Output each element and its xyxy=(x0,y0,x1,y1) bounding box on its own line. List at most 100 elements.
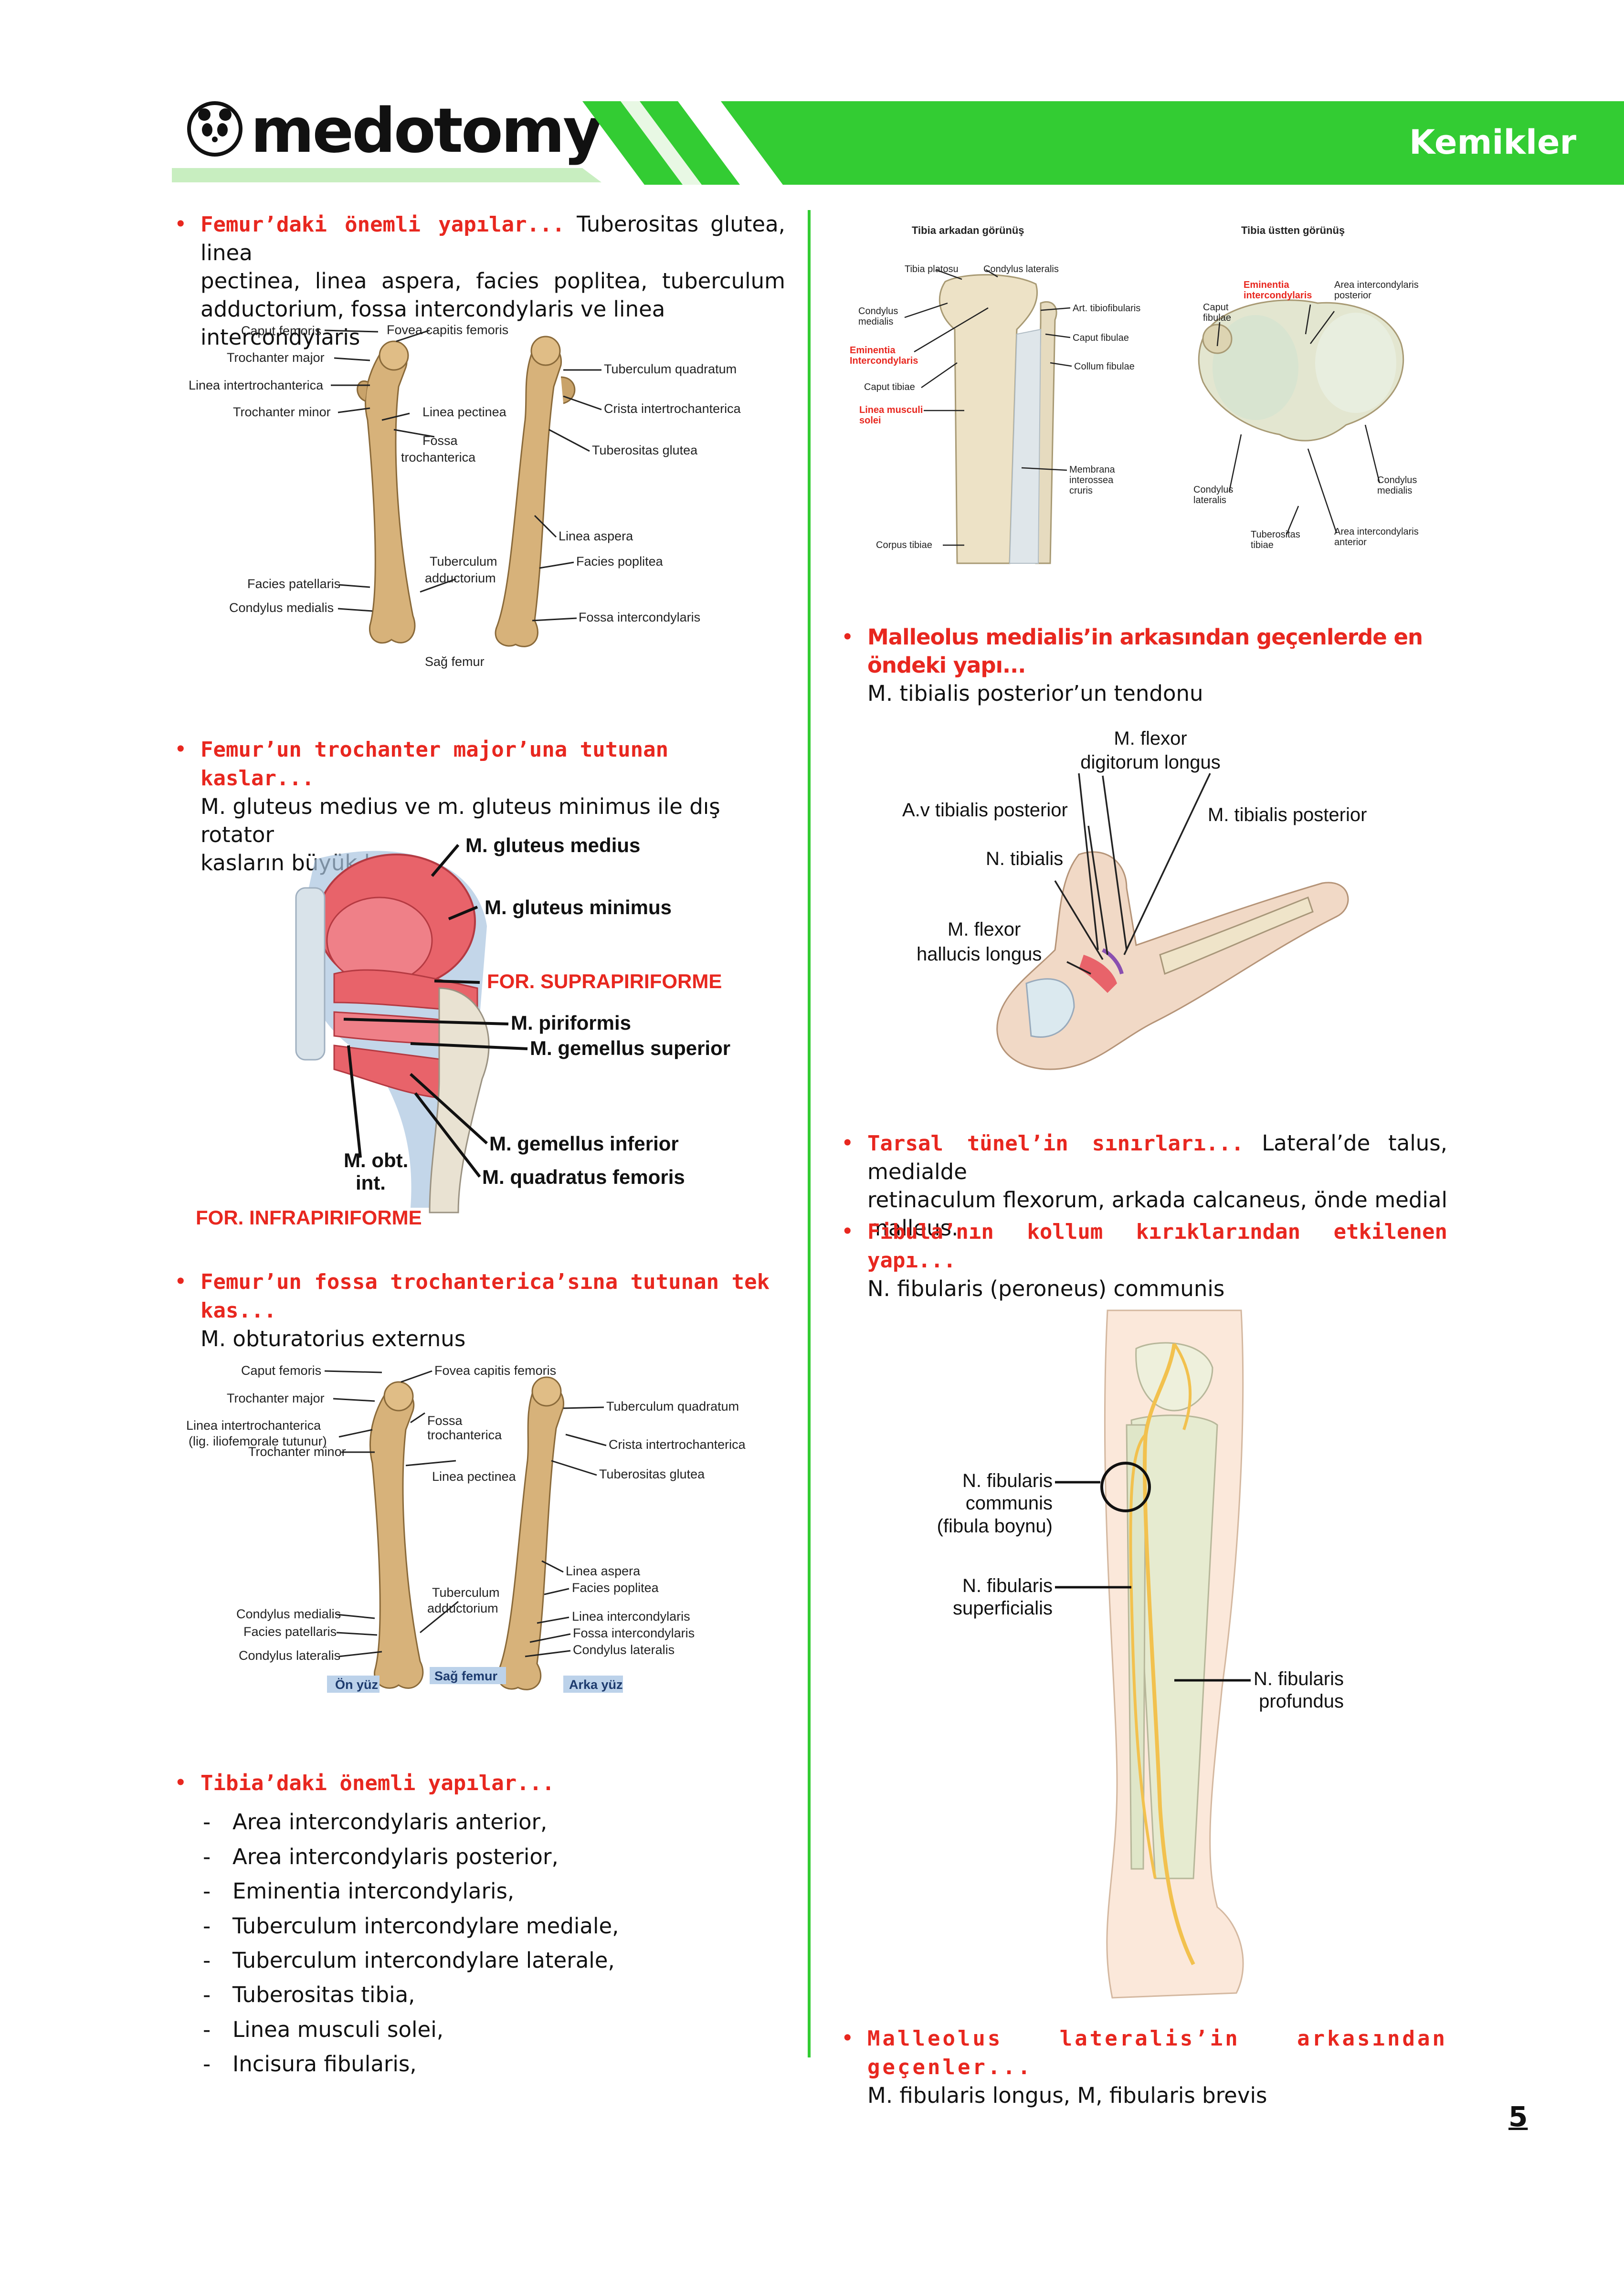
bullet: • xyxy=(841,1130,854,1156)
femur-structures-paragraph: • Femur’daki önemli yapılar... Tuberosit… xyxy=(174,210,785,351)
header-banner: Kemikler xyxy=(582,101,1624,185)
label: Linea pectinea xyxy=(422,405,507,419)
label: Corpus tibiae xyxy=(876,540,932,550)
label: Condylus xyxy=(1377,475,1417,485)
label: Linea musculi xyxy=(859,405,923,415)
label: Crista intertrochanterica xyxy=(609,1437,746,1452)
label: M. gluteus medius xyxy=(465,834,640,856)
label: Fovea capitis femoris xyxy=(387,323,508,337)
label: Caput fibulae xyxy=(1073,333,1129,343)
bullet: • xyxy=(174,211,187,237)
label: Caput femoris xyxy=(241,1363,321,1378)
label: Art. tibiofibularis xyxy=(1073,303,1140,314)
label: trochanterica xyxy=(427,1428,502,1442)
label: Tuberculum xyxy=(430,554,497,569)
label: Condylus lateralis xyxy=(983,264,1059,274)
tibia-structures-paragraph: • Tibia’daki önemli yapılar... xyxy=(174,1769,785,1797)
list-item: -Incisura fibularis, xyxy=(203,2051,417,2077)
malleolus-lateralis-paragraph: • Malleolus lateralis’in arkasından geçe… xyxy=(841,2024,1447,2109)
label: Trochanter major xyxy=(227,350,325,365)
page-title: Kemikler xyxy=(1409,123,1576,162)
fibula-collum-paragraph: • Fibula’nın kollum kırıklarından etkile… xyxy=(841,1217,1447,1303)
logo-text: medotomy xyxy=(251,95,603,167)
label: M. tibialis posterior xyxy=(1208,804,1367,825)
label: A.v tibialis posterior xyxy=(902,800,1068,821)
label: Tuberculum quadratum xyxy=(604,362,737,376)
label: Fossa intercondylaris xyxy=(579,610,700,624)
label: Condylus lateralis xyxy=(239,1648,340,1663)
label: Tuberositas glutea xyxy=(592,443,698,457)
label: adductorium xyxy=(425,571,496,585)
label: M. gemellus inferior xyxy=(489,1132,679,1155)
label: Tuberositas glutea xyxy=(599,1467,705,1481)
label: communis xyxy=(966,1493,1053,1514)
fossa-trochanterica-heading: Femur’un fossa trochanterica’sına tutuna… xyxy=(200,1270,770,1323)
label: M. flexor xyxy=(948,919,1021,940)
bullet: • xyxy=(841,624,854,650)
label: medialis xyxy=(858,316,893,327)
label: anterior xyxy=(1334,537,1367,548)
label: posterior xyxy=(1334,290,1371,301)
label: FOR. INFRAPIRIFORME xyxy=(196,1206,422,1229)
label: Fovea capitis femoris xyxy=(434,1363,556,1378)
trochanter-major-heading: Femur’un trochanter major’una tutunan ka… xyxy=(200,738,669,791)
label: Tuberositas xyxy=(1251,529,1300,540)
label: trochanterica xyxy=(401,450,476,464)
label: Trochanter major xyxy=(227,1391,325,1405)
label: profundus xyxy=(1259,1691,1344,1712)
label: Trochanter minor xyxy=(233,405,331,419)
label: Trochanter minor xyxy=(248,1445,346,1459)
label: M. piriformis xyxy=(511,1012,631,1034)
label: Facies poplitea xyxy=(576,554,664,569)
label: Condylus lateralis xyxy=(573,1643,675,1657)
label: digitorum longus xyxy=(1080,752,1221,773)
label: Caput femoris xyxy=(241,324,321,338)
malleolus-medialis-heading: Malleolus medialis’in arkasından geçenle… xyxy=(867,624,1423,678)
label: Caput tibiae xyxy=(864,382,915,392)
label: Tibia arkadan görünüş xyxy=(912,224,1024,236)
label: M. flexor xyxy=(1114,728,1187,749)
malleolus-lateralis-heading: Malleolus lateralis’in arkasından geçenl… xyxy=(867,2026,1447,2079)
gluteal-muscles-diagram: M. gluteus medius M. gluteus minimus FOR… xyxy=(196,834,730,1229)
label: Arka yüz xyxy=(569,1677,623,1692)
label: Tuberculum quadratum xyxy=(606,1399,739,1413)
femur-diagram: Caput femoris Fovea capitis femoris Troc… xyxy=(189,323,741,669)
label: Intercondylaris xyxy=(850,356,918,366)
label: Facies patellaris xyxy=(243,1624,337,1639)
tibia-structures-heading: Tibia’daki önemli yapılar... xyxy=(200,1771,555,1795)
fibular-nerve-diagram: N. fibularis communis (fibula boynu) N. … xyxy=(937,1309,1344,1999)
list-item: -Tuberculum intercondylare laterale, xyxy=(203,1948,615,1973)
list-item: -Tuberculum intercondylare mediale, xyxy=(203,1913,619,1939)
label: Eminentia xyxy=(1244,280,1289,290)
bullet: • xyxy=(841,1219,854,1244)
fibular-nerve-figure: N. fibularis communis (fibula boynu) N. … xyxy=(907,1306,1384,2012)
header-green-bar-left xyxy=(172,168,601,182)
label: Tuberculum xyxy=(432,1585,500,1600)
medial-ankle-figure: M. flexor digitorum longus A.v tibialis … xyxy=(878,726,1442,1107)
label: int. xyxy=(356,1171,386,1194)
label: Eminentia xyxy=(850,345,896,356)
label: Facies patellaris xyxy=(247,577,340,591)
label: superficialis xyxy=(953,1598,1053,1619)
label: Ön yüz xyxy=(335,1677,378,1692)
bullet: • xyxy=(174,737,187,762)
label: intercondylaris xyxy=(1244,290,1312,301)
label: N. fibularis xyxy=(962,1575,1053,1596)
gluteal-muscles-figure: M. gluteus medius M. gluteus minimus FOR… xyxy=(191,831,792,1241)
label: Membrana xyxy=(1069,464,1115,475)
fossa-trochanterica-paragraph: • Femur’un fossa trochanterica’sına tutu… xyxy=(174,1267,785,1353)
label: adductorium xyxy=(427,1601,498,1615)
label: cruris xyxy=(1069,485,1093,496)
list-item: -Linea musculi solei, xyxy=(203,2017,444,2042)
label: Sağ femur xyxy=(425,654,485,669)
medial-ankle-diagram: M. flexor digitorum longus A.v tibialis … xyxy=(902,728,1367,1070)
label: interossea xyxy=(1069,475,1114,485)
malleolus-medialis-paragraph: • Malleolus medialis’in arkasından geçen… xyxy=(841,623,1455,707)
label: Linea intertrochanterica xyxy=(189,378,324,392)
fibula-collum-heading: Fibula’nın kollum kırıklarından etkilene… xyxy=(867,1220,1447,1273)
list-item: -Eminentia intercondylaris, xyxy=(203,1878,515,1904)
label: FOR. SUPRAPIRIFORME xyxy=(487,970,722,992)
label: tibiae xyxy=(1251,540,1274,550)
label: Linea intertrochanterica xyxy=(186,1418,321,1433)
label: N. tibialis xyxy=(986,848,1063,869)
